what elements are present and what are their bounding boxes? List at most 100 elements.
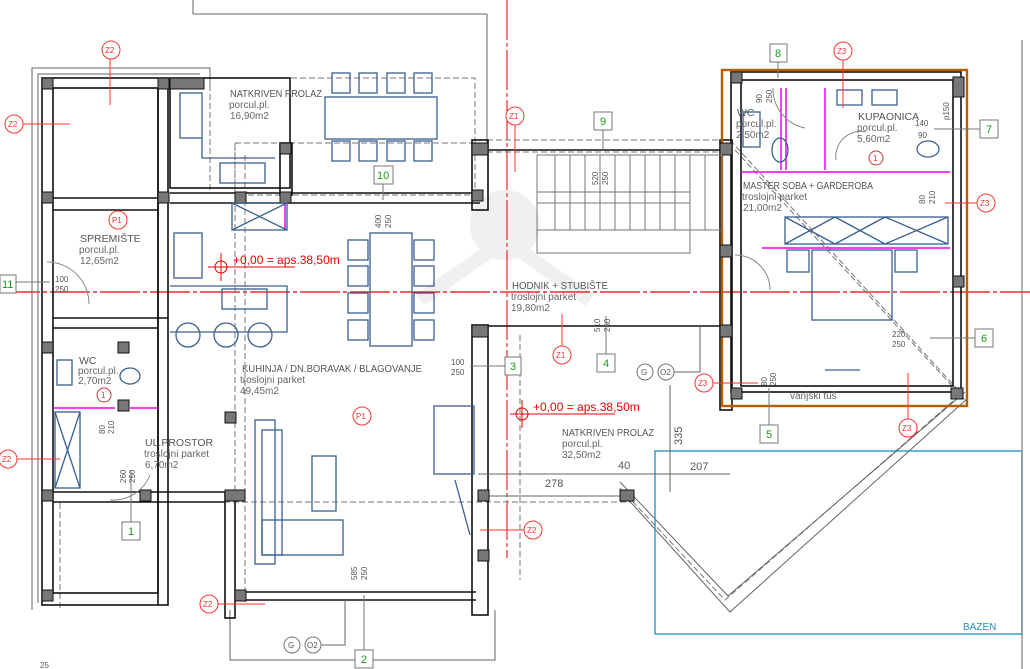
room-label-spremiste: SPREMIŠTE porcul.pl. 12,65m2	[79, 232, 141, 267]
marker-p1: P1	[108, 210, 128, 230]
room-label-vanjski-tus: vanjski tuš	[790, 391, 837, 402]
room-name: HODNIK + STUBIŠTE	[512, 279, 608, 292]
marker-z1: Z1	[552, 314, 572, 365]
svg-text:P1: P1	[112, 216, 122, 225]
room-area: 32,50m2	[562, 450, 601, 461]
marker-z1: Z1	[505, 106, 525, 172]
svg-text:3: 3	[510, 361, 516, 373]
room-area: 2,50m2	[736, 130, 770, 141]
svg-text:9: 9	[600, 116, 606, 128]
svg-text:Z3: Z3	[902, 424, 912, 433]
section-marker-g-o2: G O2	[283, 600, 346, 654]
svg-text:G: G	[641, 368, 647, 377]
room-floor: porcul.pl.	[78, 366, 119, 377]
svg-text:Z1: Z1	[509, 112, 519, 121]
window-tag-9: 9	[593, 111, 613, 150]
svg-text:40: 40	[618, 460, 630, 472]
svg-text:Z2: Z2	[2, 455, 12, 464]
room-name: NATKRIVEN PROLAZ	[562, 427, 655, 439]
staircase	[536, 154, 723, 254]
door-marker: 1	[96, 387, 112, 403]
room-label-natkriven-prolaz-1: NATKRIVEN PROLAZ porcul.pl. 16,90m2	[229, 88, 323, 122]
room-name: MASTER SOBA + GARDEROBA	[743, 180, 873, 192]
svg-text:4: 4	[603, 358, 609, 370]
roof-outlines	[31, 0, 969, 661]
svg-text:210: 210	[107, 420, 116, 434]
window-tag-4: 4	[596, 316, 616, 373]
svg-text:400: 400	[374, 214, 383, 228]
room-area: 21,00m2	[743, 203, 782, 214]
svg-text:Z3: Z3	[698, 379, 708, 388]
window-tag-6: 6	[930, 328, 994, 348]
svg-text:585: 585	[350, 566, 359, 580]
marker-z2: Z2	[480, 520, 543, 540]
room-name: NATKRIVEN PROLAZ	[230, 88, 323, 100]
marker-z2: Z2	[0, 449, 60, 469]
furniture	[54, 72, 949, 565]
room-floor: porcul.pl.	[736, 119, 777, 130]
window-tag-11: 11	[0, 274, 50, 294]
room-area: 19,80m2	[511, 303, 550, 314]
marker-z2: Z2	[199, 594, 265, 614]
svg-text:O2: O2	[660, 368, 671, 377]
room-name: KUHINJA / DN.BORAVAK / BLAGOVANJE	[242, 363, 422, 375]
room-label-wc-2: WC porcul.pl. 2,50m2	[736, 107, 777, 141]
marker-z3: Z3	[694, 373, 758, 393]
room-floor: porcul.pl.	[79, 245, 120, 256]
marker-z2: Z2	[4, 114, 70, 134]
door-swings	[46, 87, 867, 501]
room-floor: troslojni parket	[240, 375, 305, 386]
svg-text:7: 7	[986, 124, 992, 136]
marker-z3: Z3	[833, 41, 853, 108]
marker-p1: P1	[352, 406, 372, 426]
room-floor: porcul.pl.	[562, 439, 603, 450]
partitions	[53, 88, 950, 409]
room-name: UL.PROSTOR	[145, 437, 213, 449]
window-tag-2: 2	[354, 595, 374, 669]
svg-text:100: 100	[55, 275, 69, 284]
svg-text:140: 140	[915, 119, 929, 128]
svg-text:Z1: Z1	[556, 351, 566, 360]
room-name: SPREMIŠTE	[80, 232, 141, 245]
svg-text:+0,00 = aps.38,50m: +0,00 = aps.38,50m	[533, 400, 640, 414]
level-marker-2: +0,00 = aps.38,50m	[510, 400, 640, 428]
svg-text:80: 80	[760, 377, 769, 386]
svg-text:335: 335	[673, 427, 685, 445]
marker-z3: Z3	[945, 193, 996, 213]
svg-text:8: 8	[775, 48, 781, 60]
svg-text:5: 5	[766, 429, 772, 441]
room-floor: troslojni parket	[144, 449, 209, 460]
room-floor: troslojni parket	[742, 192, 807, 203]
window-tag-3: 3	[470, 356, 522, 376]
window-tag-5: 5	[759, 388, 779, 444]
svg-text:250: 250	[769, 372, 778, 386]
svg-text:510: 510	[593, 318, 602, 332]
room-area: 49,45m2	[240, 386, 279, 397]
svg-text:O2: O2	[307, 641, 318, 650]
svg-text:210: 210	[928, 190, 937, 204]
room-label-ul-prostor: UL.PROSTOR troslojni parket 6,70m2	[144, 437, 213, 471]
svg-text:11: 11	[2, 279, 13, 291]
svg-text:250: 250	[601, 171, 610, 185]
walls	[41, 71, 962, 619]
door-marker: 1	[868, 150, 884, 166]
room-name: KUPAONICA	[858, 111, 919, 123]
svg-text:1: 1	[128, 526, 134, 538]
window-tag-10: 10	[373, 165, 394, 200]
svg-text:Z2: Z2	[8, 120, 18, 129]
svg-text:Z2: Z2	[203, 600, 213, 609]
svg-text:220: 220	[892, 330, 906, 339]
marker-z2: Z2	[101, 40, 121, 105]
svg-text:250: 250	[603, 318, 612, 332]
svg-text:P1: P1	[356, 412, 366, 421]
svg-text:2: 2	[361, 654, 367, 666]
svg-text:80: 80	[918, 195, 927, 204]
svg-text:520: 520	[591, 171, 600, 185]
svg-text:+0,00 = aps.38,50m: +0,00 = aps.38,50m	[233, 253, 340, 267]
svg-text:1: 1	[101, 391, 106, 400]
svg-text:250: 250	[360, 566, 369, 580]
level-marker-1: +0,00 = aps.38,50m	[208, 253, 340, 281]
room-floor: troslojni parket	[511, 292, 576, 303]
